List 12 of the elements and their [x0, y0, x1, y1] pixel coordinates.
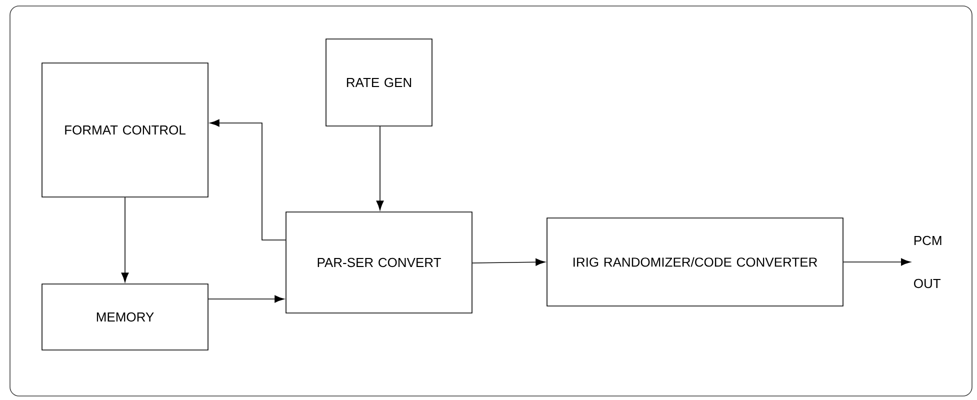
arrow [210, 119, 286, 240]
process-box: PAR-SER CONVERT [286, 212, 472, 314]
process-box: IRIG RANDOMIZER/CODE CONVERTER [546, 218, 844, 306]
arrow [843, 258, 911, 266]
process-box: MEMORY [42, 284, 208, 350]
process-box: FORMAT CONTROL [42, 62, 208, 198]
arrow [208, 295, 284, 303]
process-box: RATE GEN [326, 38, 432, 126]
arrow [376, 126, 384, 210]
output-label: PCM OUT [914, 236, 942, 288]
arrow [472, 258, 546, 266]
arrow [121, 197, 129, 282]
